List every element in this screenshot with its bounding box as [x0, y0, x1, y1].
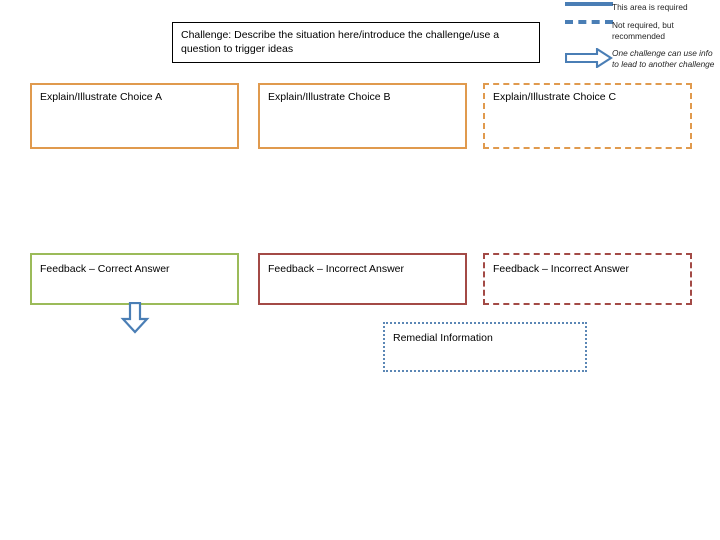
legend-item-required-label: This area is required	[612, 2, 688, 12]
dashed-line-icon	[565, 20, 613, 24]
challenge-box[interactable]: Challenge: Describe the situation here/i…	[172, 22, 540, 63]
feedback-box-incorrect-b[interactable]: Feedback – Incorrect Answer	[258, 253, 467, 305]
feedback-box-incorrect-b-label: Feedback – Incorrect Answer	[268, 263, 404, 275]
challenge-box-label: Challenge: Describe the situation here/i…	[181, 29, 500, 55]
legend-item-recommended-label: Not required, but recommended	[612, 20, 674, 41]
legend-item-cross-link-label: One challenge can use info to lead to an…	[612, 48, 715, 69]
solid-line-icon	[565, 2, 613, 6]
feedback-box-incorrect-c-label: Feedback – Incorrect Answer	[493, 263, 629, 275]
choice-box-a-label: Explain/Illustrate Choice A	[40, 91, 162, 103]
remedial-information-box[interactable]: Remedial Information	[383, 322, 587, 372]
arrow-down-icon	[120, 301, 150, 334]
legend: This area is required Not required, but …	[564, 0, 720, 86]
feedback-box-incorrect-c[interactable]: Feedback – Incorrect Answer	[483, 253, 692, 305]
choice-box-c-label: Explain/Illustrate Choice C	[493, 91, 617, 103]
arrow-right-icon	[564, 47, 613, 73]
feedback-box-correct[interactable]: Feedback – Correct Answer	[30, 253, 239, 305]
choice-box-c[interactable]: Explain/Illustrate Choice C	[483, 83, 692, 149]
feedback-box-correct-label: Feedback – Correct Answer	[40, 263, 170, 275]
choice-box-b-label: Explain/Illustrate Choice B	[268, 91, 391, 103]
choice-box-a[interactable]: Explain/Illustrate Choice A	[30, 83, 239, 149]
choice-box-b[interactable]: Explain/Illustrate Choice B	[258, 83, 467, 149]
remedial-information-label: Remedial Information	[393, 332, 493, 344]
